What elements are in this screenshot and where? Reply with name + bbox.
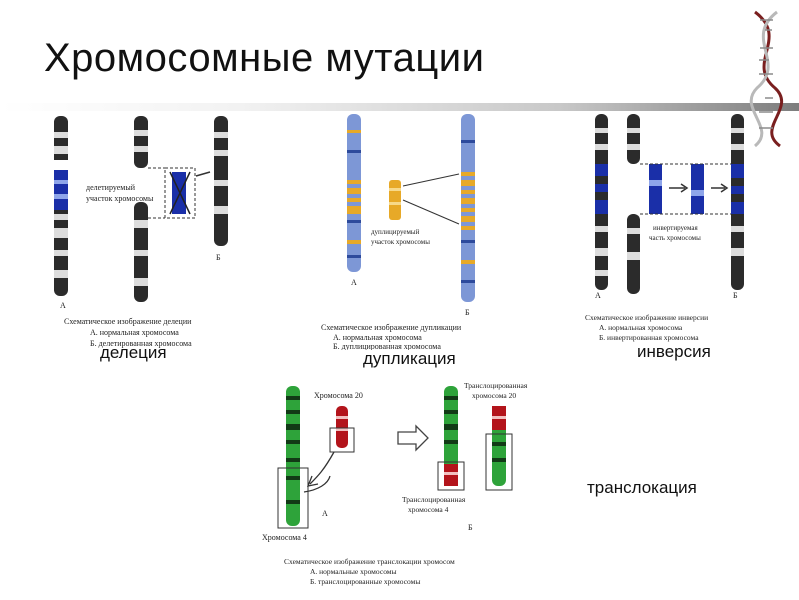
translocation-caption-line3: Б. транслоцированные хромосомы xyxy=(310,577,420,586)
inversion-caption-line1: Схематическое изображение инверсии xyxy=(585,313,708,322)
chromosome-4-normal xyxy=(278,386,308,528)
translocation-caption-line2: А. нормальные хромосомы xyxy=(310,567,397,576)
inversion-chromosome-b xyxy=(731,114,744,290)
deletion-diagram: делетируемый участок хромосомы А Б Схема… xyxy=(50,110,260,360)
deletion-caption-line2: А. нормальная хромосома xyxy=(90,328,179,337)
duplication-chromosome-b xyxy=(461,114,475,302)
deletion-label: делеция xyxy=(100,343,167,363)
inversion-caption-line2: А. нормальная хромосома xyxy=(599,323,683,332)
inversion-caption-line3: Б. инвертированная хромосома xyxy=(599,333,699,342)
duplication-caption-line1: Схематическое изображение дупликации xyxy=(321,323,462,332)
inversion-chromosome-split xyxy=(627,114,640,294)
inverted-segment xyxy=(649,164,704,214)
chromosome-20-translocated xyxy=(486,406,512,490)
translocation-caption-line1: Схематическое изображение транслокации х… xyxy=(284,557,455,566)
deletion-callout-line1: делетируемый xyxy=(86,183,136,192)
deletion-callout-line2: участок хромосомы xyxy=(86,194,154,203)
inversion-callout-line1: инвертируемая xyxy=(653,224,698,232)
chromosome-4-translocated xyxy=(438,386,464,490)
translocated-20-label-line2: хромосома 20 xyxy=(472,391,516,400)
translocation-letter-a: А xyxy=(322,509,328,518)
duplicated-segment xyxy=(389,180,401,220)
duplication-callout-line1: дуплицируемый xyxy=(371,228,420,236)
duplication-label: дупликация xyxy=(363,349,456,369)
duplication-callout-line2: участок хромосомы xyxy=(371,238,430,246)
inversion-callout-line2: часть хромосомы xyxy=(649,234,701,242)
inversion-chromosome-a xyxy=(595,114,608,290)
inversion-label: инверсия xyxy=(637,342,711,362)
deleted-segment xyxy=(148,168,195,218)
duplication-letter-b: Б xyxy=(465,308,470,317)
deletion-chromosome-b xyxy=(214,116,228,246)
chromosome-20-normal xyxy=(330,406,354,452)
deletion-letter-b: Б xyxy=(216,253,221,262)
duplication-letter-a: А xyxy=(351,278,357,287)
translocation-letter-b: Б xyxy=(468,523,473,532)
translocated-4-label-line2: хромосома 4 xyxy=(408,505,449,514)
slide-title: Хромосомные мутации xyxy=(44,36,484,81)
translocation-diagram: Хромосома 20 Транслоцированная хромосома… xyxy=(258,380,558,595)
inversion-letter-a: А xyxy=(595,291,601,300)
deletion-chromosome-split xyxy=(134,116,148,302)
duplication-caption-line2: А. нормальная хромосома xyxy=(333,333,422,342)
deletion-caption-line1: Схематическое изображение делеции xyxy=(64,317,192,326)
translocation-label: транслокация xyxy=(587,478,697,498)
deletion-chromosome-a xyxy=(54,116,68,296)
duplication-chromosome-a xyxy=(347,114,361,272)
inversion-letter-b: Б xyxy=(733,291,738,300)
deletion-letter-a: А xyxy=(60,301,66,310)
translocated-20-label-line1: Транслоцированная xyxy=(464,381,528,390)
chromosome-4-label: Хромосома 4 xyxy=(262,533,307,542)
chromosome-20-label: Хромосома 20 xyxy=(314,391,363,400)
translocated-4-label-line1: Транслоцированная xyxy=(402,495,466,504)
duplication-diagram: дуплицируемый участок хромосомы А Б Схем… xyxy=(315,110,525,350)
inversion-diagram: инвертируемая часть хромосомы А Б Схемат… xyxy=(583,108,758,348)
